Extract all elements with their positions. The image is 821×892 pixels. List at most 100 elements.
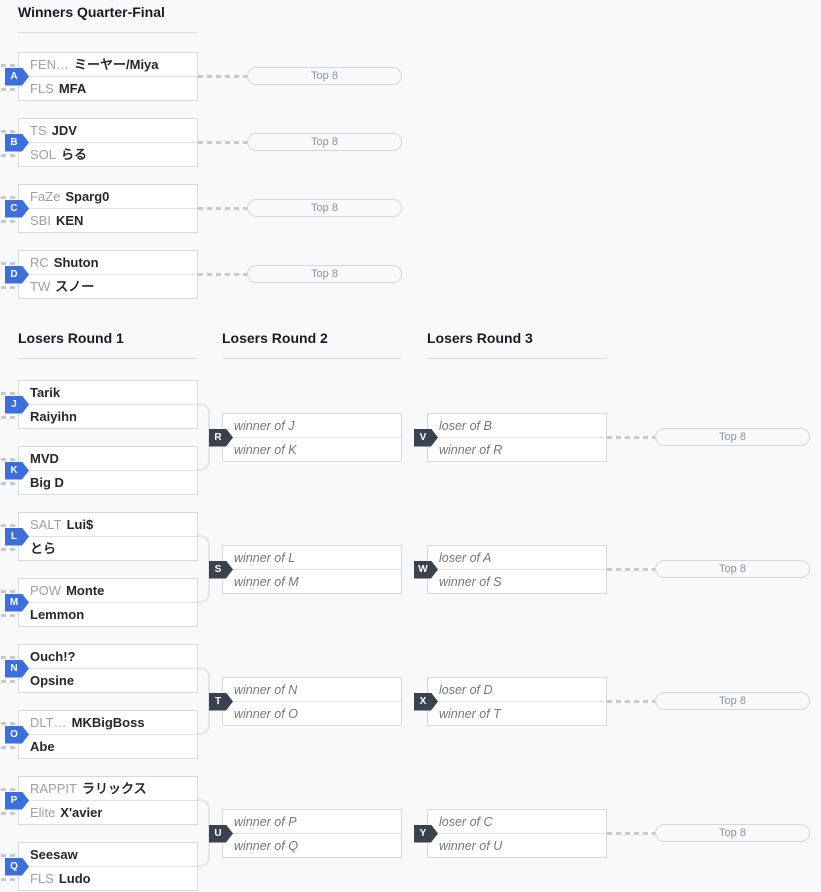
tbd-slot[interactable]: winner of K <box>223 437 401 461</box>
connector-stub <box>1 458 17 461</box>
player-slot[interactable]: Raiyihn <box>19 404 197 428</box>
tbd-slot[interactable]: winner of L <box>223 546 401 569</box>
dashed-connector <box>607 568 655 571</box>
match-N[interactable]: N Ouch!? Opsine <box>1 644 198 693</box>
player-slot[interactable]: SOL らる <box>19 142 197 166</box>
pair-connector <box>198 667 210 735</box>
match-O[interactable]: O DLT…MKBigBoss Abe <box>1 710 198 759</box>
sponsor-prefix: DLT… <box>30 715 67 730</box>
player-name: Ludo <box>58 871 91 886</box>
match-U[interactable]: U winner of P winner of Q <box>209 809 402 858</box>
tbd-slot[interactable]: loser of C <box>428 810 606 833</box>
tbd-slot[interactable]: loser of A <box>428 546 606 569</box>
player-slot[interactable]: Tarik <box>19 381 197 404</box>
top8-pill[interactable]: Top 8 <box>655 428 810 446</box>
player-name: Tarik <box>30 385 61 400</box>
match-letter-badge: P <box>5 791 29 810</box>
match-X[interactable]: X loser of D winner of T <box>414 677 607 726</box>
player-name: MVD <box>30 451 59 466</box>
match-K[interactable]: K MVD Big D <box>1 446 198 495</box>
tbd-slot[interactable]: winner of O <box>223 701 401 725</box>
match-letter-badge: L <box>5 527 29 546</box>
tbd-slot[interactable]: winner of M <box>223 569 401 593</box>
player-slot[interactable]: MVD <box>19 447 197 470</box>
top8-pill[interactable]: Top 8 <box>247 265 402 283</box>
player-slot[interactable]: FEN…ミーヤー/Miya <box>19 53 197 76</box>
slot-placeholder: winner of P <box>234 815 297 829</box>
player-slot[interactable]: Lemmon <box>19 602 197 626</box>
player-name: Abe <box>30 739 55 754</box>
match-letter: B <box>10 137 18 148</box>
tbd-slot[interactable]: loser of B <box>428 414 606 437</box>
slot-placeholder: loser of D <box>439 683 493 697</box>
connector-stub <box>1 614 17 617</box>
sponsor-prefix: Elite <box>30 805 56 820</box>
player-slot[interactable]: Abe <box>19 734 197 758</box>
player-name: Shuton <box>53 255 99 270</box>
match-V[interactable]: V loser of B winner of R <box>414 413 607 462</box>
match-S[interactable]: S winner of L winner of M <box>209 545 402 594</box>
match-T[interactable]: T winner of N winner of O <box>209 677 402 726</box>
top8-pill[interactable]: Top 8 <box>247 199 402 217</box>
match-R[interactable]: R winner of J winner of K <box>209 413 402 462</box>
match-J[interactable]: J Tarik Raiyihn <box>1 380 198 429</box>
tbd-slot[interactable]: winner of P <box>223 810 401 833</box>
player-slot[interactable]: Ouch!? <box>19 645 197 668</box>
connector-stub <box>1 524 17 527</box>
slot-placeholder: loser of C <box>439 815 493 829</box>
match-letter: A <box>10 71 18 82</box>
sponsor-prefix: SALT <box>30 517 62 532</box>
tbd-slot[interactable]: winner of S <box>428 569 606 593</box>
top8-pill[interactable]: Top 8 <box>247 133 402 151</box>
tbd-slot[interactable]: loser of D <box>428 678 606 701</box>
player-slot[interactable]: Opsine <box>19 668 197 692</box>
connector-stub <box>1 590 17 593</box>
connector-stub <box>1 130 17 133</box>
player-slot[interactable]: Big D <box>19 470 197 494</box>
slot-placeholder: winner of M <box>234 575 299 589</box>
player-name: らる <box>61 147 88 162</box>
player-slot[interactable]: DLT…MKBigBoss <box>19 711 197 734</box>
section-underline <box>18 358 197 359</box>
top8-pill[interactable]: Top 8 <box>655 692 810 710</box>
top8-pill[interactable]: Top 8 <box>247 67 402 85</box>
match-Y[interactable]: Y loser of C winner of U <box>414 809 607 858</box>
tbd-slot[interactable]: winner of Q <box>223 833 401 857</box>
player-slot[interactable]: Seesaw <box>19 843 197 866</box>
player-slot[interactable]: とら <box>19 536 197 560</box>
tbd-slot[interactable]: winner of U <box>428 833 606 857</box>
tbd-slot[interactable]: winner of N <box>223 678 401 701</box>
match-W[interactable]: W loser of A winner of S <box>414 545 607 594</box>
tbd-slot[interactable]: winner of T <box>428 701 606 725</box>
dashed-connector <box>198 75 247 78</box>
connector-stub <box>1 196 17 199</box>
slot-placeholder: loser of B <box>439 419 492 433</box>
top8-pill[interactable]: Top 8 <box>655 824 810 842</box>
tbd-slot[interactable]: winner of R <box>428 437 606 461</box>
match-letter-badge: N <box>5 659 29 678</box>
match-letter: U <box>214 828 222 839</box>
top8-pill[interactable]: Top 8 <box>655 560 810 578</box>
sponsor-prefix: SOL <box>30 147 57 162</box>
tbd-slot[interactable]: winner of J <box>223 414 401 437</box>
